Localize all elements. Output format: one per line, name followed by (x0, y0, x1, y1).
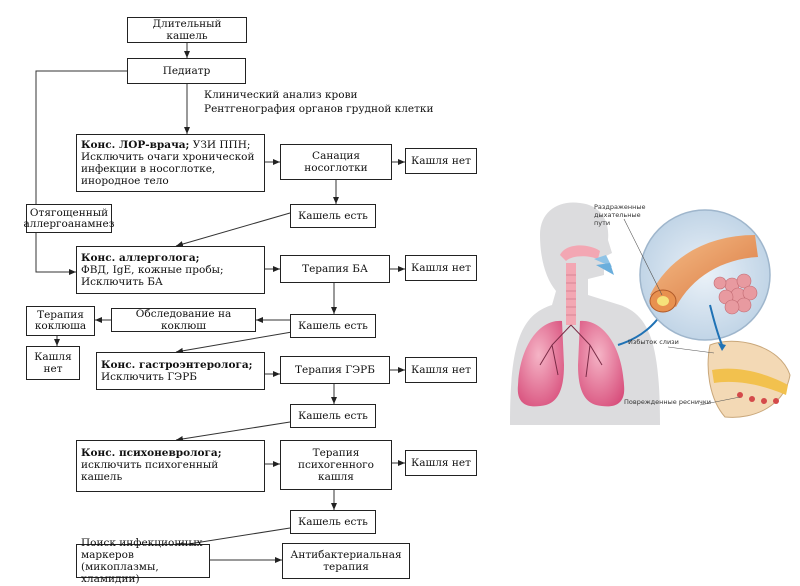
allergist-consult-box: Конс. аллерголога; ФВД, IgE, кожные проб… (76, 246, 265, 294)
long-cough-box: Длительный кашель (127, 17, 247, 43)
cough-present-box-3: Кашель есть (290, 404, 376, 428)
cough-present-label-1: Кашель есть (298, 210, 368, 222)
psycho-consult-box: Конс. психоневролога; исключить психоген… (76, 440, 265, 492)
gerd-therapy-box: Терапия ГЭРБ (280, 356, 390, 384)
gastro-consult-box: Конс. гастроэнтеролога; Исключить ГЭРБ (96, 352, 265, 390)
pertussis-exam-label: Обследование на коклюш (135, 308, 232, 332)
edge-allergy-history-allergist (35, 233, 76, 275)
no-cough-label-1: Кашля нет (411, 155, 471, 167)
edge-cough1-allergist (175, 212, 291, 247)
infection-markers-label: Поиск инфекционных маркеров (микоплазмы,… (81, 537, 203, 585)
no-cough-box-1: Кашля нет (405, 148, 477, 174)
no-cough-box-4: Кашля нет (405, 450, 477, 476)
no-cough-label-4: Кашля нет (411, 457, 471, 469)
antibacterial-therapy-box: Антибактериальная терапия (282, 543, 410, 579)
sanation-box: Санация носоглотки (280, 144, 392, 180)
edge-pediatr-allergy-history (35, 70, 127, 204)
ent-consult-ultrasound: УЗИ ППН; (189, 139, 251, 151)
cough-present-label-2: Кашель есть (298, 320, 368, 332)
antibacterial-therapy-label: Антибактериальная терапия (290, 549, 402, 573)
tests-blood: Клинический анализ крови (204, 89, 358, 101)
infection-markers-box: Поиск инфекционных маркеров (микоплазмы,… (76, 537, 210, 585)
initial-tests-note: Клинический анализ крови Рентгенография … (204, 88, 434, 116)
no-cough-box-pertussis: Кашля нет (26, 346, 80, 380)
ent-consult-title: Конс. ЛОР-врача; (81, 139, 190, 151)
trachea (566, 263, 576, 325)
cough-present-box-2: Кашель есть (290, 314, 376, 338)
zoom-circle (639, 209, 771, 341)
cough-present-label-3: Кашель есть (298, 410, 368, 422)
cough-present-label-4: Кашель есть (298, 516, 368, 528)
pertussis-therapy-box: Терапия коклюша (26, 306, 95, 336)
psycho-consult-title: Конс. психоневролога; (81, 447, 222, 459)
long-cough-label: Длительный кашель (152, 18, 222, 42)
label-excess-mucus: Избыток слизи (628, 338, 679, 346)
psycho-consult-body: исключить психогенный кашель (81, 459, 219, 483)
cough-present-box-4: Кашель есть (290, 510, 376, 534)
asthma-therapy-box: Терапия БА (280, 255, 390, 283)
allergist-consult-tests: ФВД, IgE, кожные пробы; (81, 264, 224, 276)
ent-consult-body: Исключить очаги хронической инфекции в н… (81, 151, 255, 187)
pertussis-exam-box: Обследование на коклюш (111, 308, 256, 332)
allergy-history-box: Отягощенный аллергоанамнез (23, 204, 115, 233)
alveoli (713, 273, 758, 315)
tests-xray: Рентгенография органов грудной клетки (204, 103, 434, 115)
no-cough-label-pertussis: Кашля нет (34, 351, 72, 375)
edge-cough2-gastro (175, 331, 293, 354)
pediatrician-label: Педиатр (162, 65, 211, 77)
allergy-history-label: Отягощенный аллергоанамнез (23, 206, 115, 230)
gastro-consult-body: Исключить ГЭРБ (101, 371, 197, 383)
cough-present-box-1: Кашель есть (290, 204, 376, 228)
respiratory-illustration (510, 202, 791, 425)
ent-consult-box: Конс. ЛОР-врача; УЗИ ППН; Исключить очаг… (76, 134, 265, 192)
asthma-therapy-label: Терапия БА (302, 263, 368, 275)
no-cough-box-2: Кашля нет (405, 255, 477, 281)
no-cough-box-3: Кашля нет (405, 357, 477, 383)
pediatrician-box: Педиатр (127, 58, 246, 84)
psycho-therapy-box: Терапия психогенного кашля (280, 440, 392, 490)
edge-cough4-infection (175, 527, 291, 548)
gastro-consult-title: Конс. гастроэнтеролога; (101, 359, 253, 371)
gerd-therapy-label: Терапия ГЭРБ (295, 364, 375, 376)
no-cough-label-3: Кашля нет (411, 364, 471, 376)
no-cough-label-2: Кашля нет (411, 262, 471, 274)
sanation-label: Санация носоглотки (304, 150, 368, 174)
edge-cough3-psycho (175, 421, 291, 442)
psycho-therapy-label: Терапия психогенного кашля (298, 447, 374, 483)
allergist-consult-exclude: Исключить БА (81, 276, 163, 288)
pertussis-therapy-label: Терапия коклюша (34, 309, 87, 332)
label-damaged-cilia: Поврежденные реснички (624, 398, 712, 406)
allergist-consult-title: Конс. аллерголога; (81, 252, 200, 264)
nasal-cavity (560, 245, 600, 261)
label-irritated-airways: Раздраженные дыхательные пути (594, 203, 646, 227)
bronchus (650, 235, 758, 307)
